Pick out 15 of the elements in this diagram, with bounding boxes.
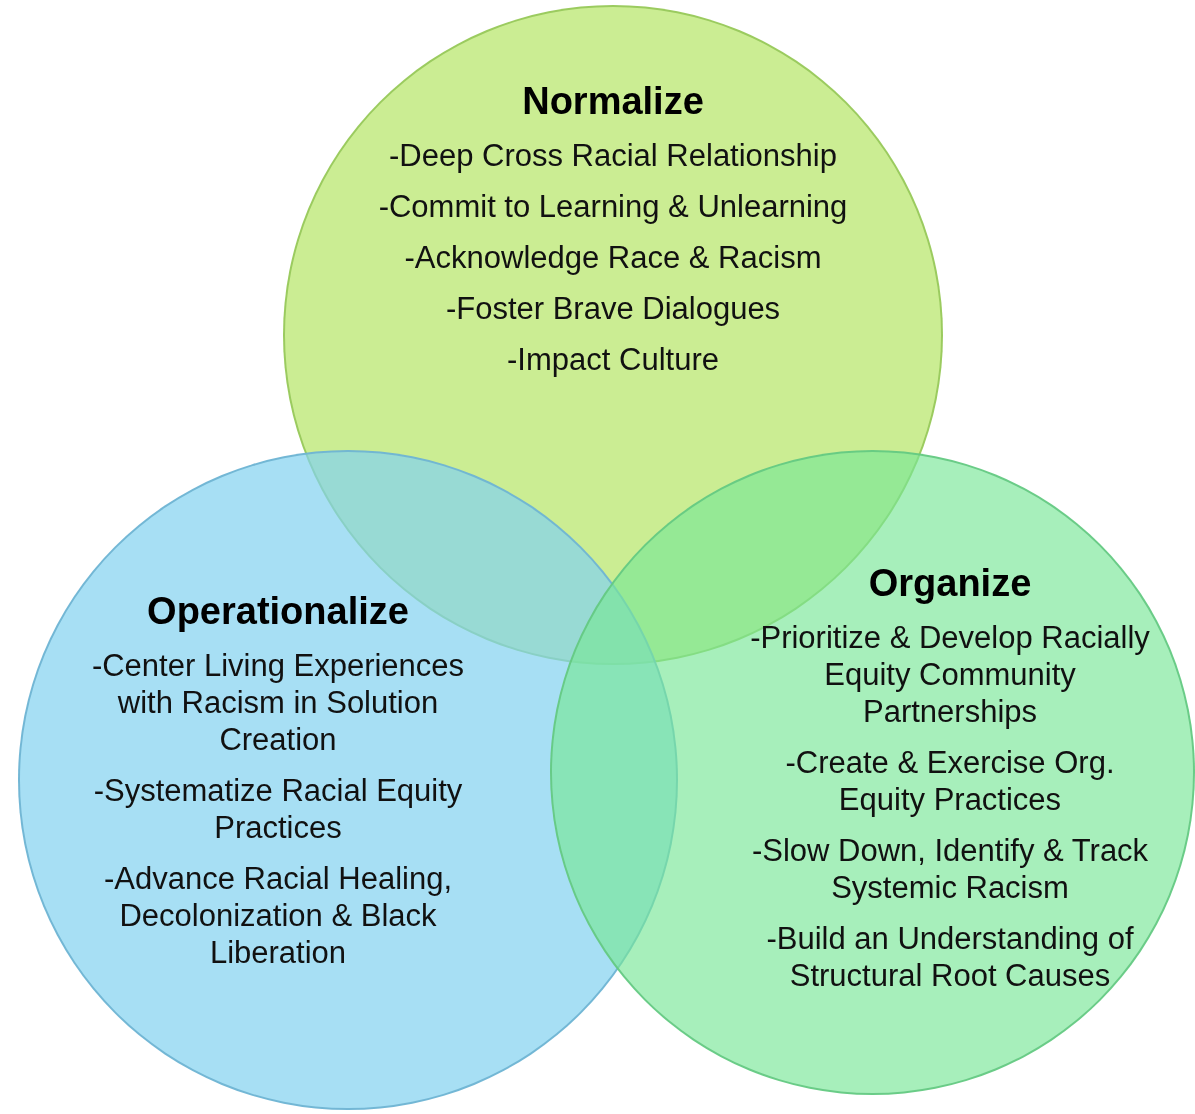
list-item: -Slow Down, Identify & Track Systemic Racism — [750, 832, 1150, 906]
list-item: -Prioritize & Develop Racially Equity Community Partnerships — [749, 619, 1151, 730]
list-item: -Systematize Racial Equity Practices — [92, 772, 464, 846]
circle-heading: Operationalize — [147, 590, 409, 633]
circle-heading: Normalize — [522, 80, 704, 123]
list-item: -Foster Brave Dialogues — [445, 290, 781, 327]
circle-heading: Organize — [868, 562, 1032, 605]
list-item: -Build an Understanding of Structural Root Causes — [765, 920, 1135, 994]
list-item: -Commit to Learning & Unlearning — [378, 188, 848, 225]
list-item: -Acknowledge Race & Racism — [404, 239, 822, 276]
list-item: -Create & Exercise Org. Equity Practices — [784, 744, 1116, 818]
list-item: -Impact Culture — [507, 341, 719, 378]
list-item: -Center Living Experiences with Racism in Solution Creation — [90, 647, 466, 758]
list-item: -Advance Racial Healing, Decolonization & Black Liberation — [102, 860, 454, 971]
list-item: -Deep Cross Racial Relationship — [389, 137, 837, 174]
